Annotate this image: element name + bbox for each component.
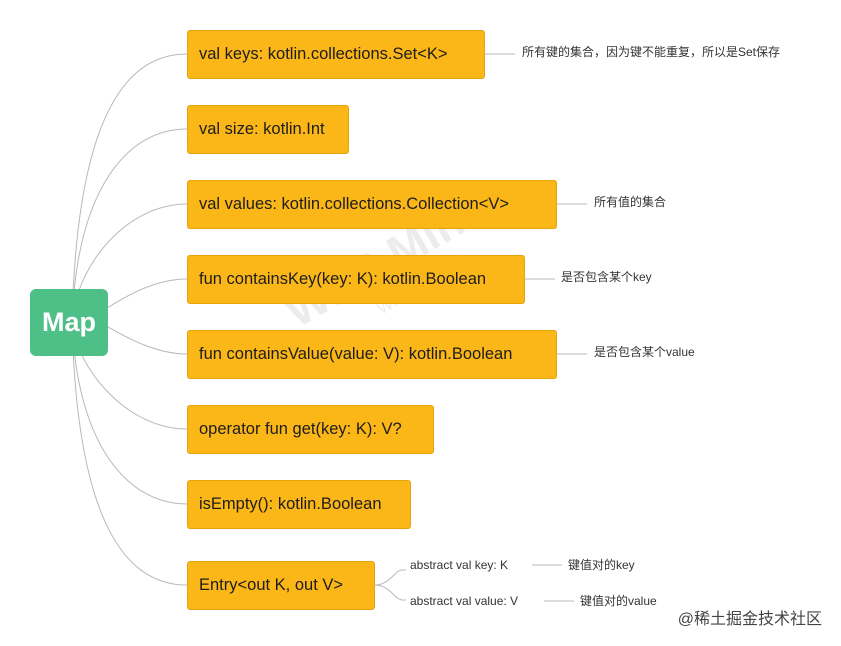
node-contains-value[interactable]: fun containsValue(value: V): kotlin.Bool…: [187, 330, 557, 379]
entry-connector: [374, 569, 406, 586]
note-entry-key: 键值对的key: [568, 558, 635, 572]
note-values: 所有值的集合: [594, 195, 667, 209]
credit-text: @稀土掘金技术社区: [677, 611, 822, 628]
node-is-empty[interactable]: isEmpty(): kotlin.Boolean: [187, 480, 411, 529]
entry-child-key[interactable]: abstract val key: K: [410, 558, 509, 572]
node-values[interactable]: val values: kotlin.collections.Collectio…: [187, 180, 557, 229]
note-keys: 所有键的集合，因为键不能重复，所以是Set保存: [522, 45, 781, 59]
entry-connector: [374, 584, 406, 601]
branch-connector: [71, 321, 188, 586]
branch-connector: [71, 128, 188, 323]
entry-child-value[interactable]: abstract val value: V: [410, 594, 519, 608]
node-contains-key[interactable]: fun containsKey(key: K): kotlin.Boolean: [187, 255, 525, 304]
note-entry-value: 键值对的value: [580, 594, 657, 608]
note-contains-value: 是否包含某个value: [594, 345, 695, 359]
root-node-map[interactable]: Map: [30, 289, 108, 356]
note-contains-key: 是否包含某个key: [561, 270, 652, 284]
node-get[interactable]: operator fun get(key: K): V?: [187, 405, 434, 454]
branch-connector: [71, 321, 188, 505]
node-entry[interactable]: Entry<out K, out V>: [187, 561, 375, 610]
branch-connector: [71, 53, 188, 323]
node-size[interactable]: val size: kotlin.Int: [187, 105, 349, 154]
node-keys[interactable]: val keys: kotlin.collections.Set<K>: [187, 30, 485, 79]
